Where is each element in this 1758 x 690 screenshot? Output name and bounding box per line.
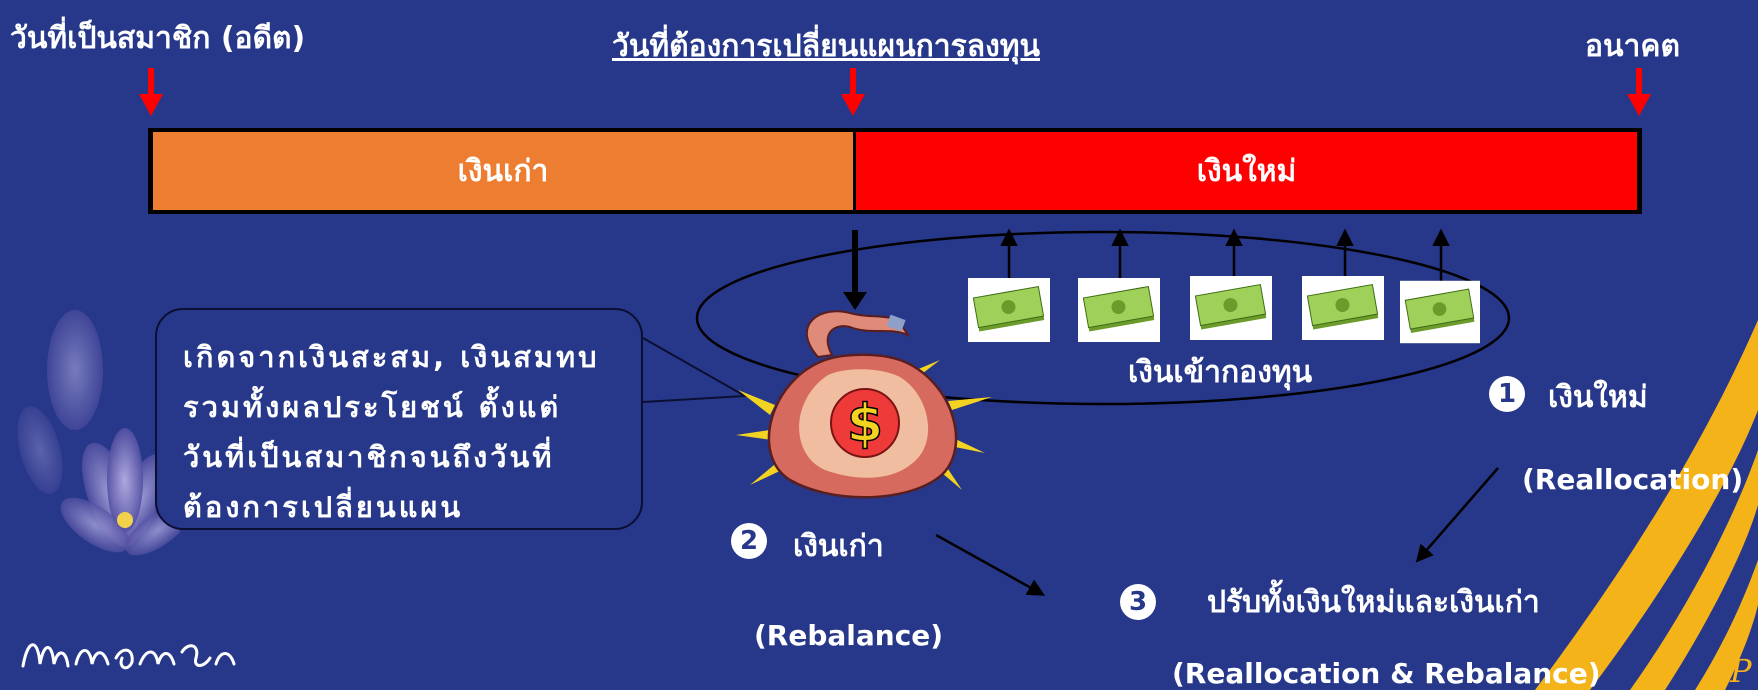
change-date-label: วันที่ต้องการเปลี่ยนแผนการลงทุน (612, 29, 1041, 64)
new-money-segment: เงินใหม่ (856, 132, 1637, 210)
option-number: 1 (1489, 376, 1525, 412)
option-3-title: ปรับทั้งเงินใหม่และเงินเก่า (1207, 585, 1540, 620)
old-money-callout: เกิดจากเงินสะสม, เงินสมทบ รวมทั้งผลประโย… (155, 308, 643, 530)
money-bag-icon: $ (736, 310, 992, 499)
future-label: อนาคต (1585, 29, 1680, 64)
callout-line: เกิดจากเงินสะสม, เงินสมทบ (183, 340, 600, 374)
option-3-badge: 3 (1120, 584, 1156, 620)
new-money-label: เงินใหม่ (1196, 153, 1297, 189)
banknote-icon (968, 278, 1050, 342)
option-2-title: เงินเก่า (793, 529, 884, 564)
option-2-badge: 2 (731, 523, 767, 559)
old-money-label: เงินเก่า (457, 153, 549, 189)
option-1-subtitle: (Reallocation) (1522, 463, 1744, 496)
corner-logo-mark: P (1730, 652, 1752, 690)
past-label: วันที่เป็นสมาชิก (อดีต) (10, 21, 306, 56)
ribbon-decoration (1535, 320, 1758, 690)
option-number: 2 (731, 523, 767, 559)
svg-text:$: $ (847, 394, 883, 454)
banknote-icon (1190, 276, 1272, 340)
old-money-segment: เงินเก่า (153, 132, 853, 210)
banknote-icon (1078, 278, 1160, 342)
timeline-marker-arrows (139, 68, 1651, 116)
callout-line: ต้องการเปลี่ยนแผน (183, 490, 464, 524)
option-2-subtitle: (Rebalance) (754, 619, 944, 652)
option-1-badge: 1 (1489, 376, 1525, 412)
banknote-icon (1400, 280, 1480, 344)
callout-line: รวมทั้งผลประโยชน์ ตั้งแต่ (183, 390, 562, 424)
fund-inflow-label: เงินเข้ากองทุน (1128, 355, 1313, 390)
banknote-icon (1302, 276, 1384, 340)
option-number: 3 (1120, 584, 1156, 620)
handwritten-signature (21, 643, 236, 670)
callout-line: วันที่เป็นสมาชิกจนถึงวันที่ (183, 440, 555, 474)
lotus-flower-image (17, 310, 180, 556)
option-3-subtitle: (Reallocation & Rebalance) (1172, 657, 1601, 690)
option-1-title: เงินใหม่ (1548, 380, 1648, 415)
